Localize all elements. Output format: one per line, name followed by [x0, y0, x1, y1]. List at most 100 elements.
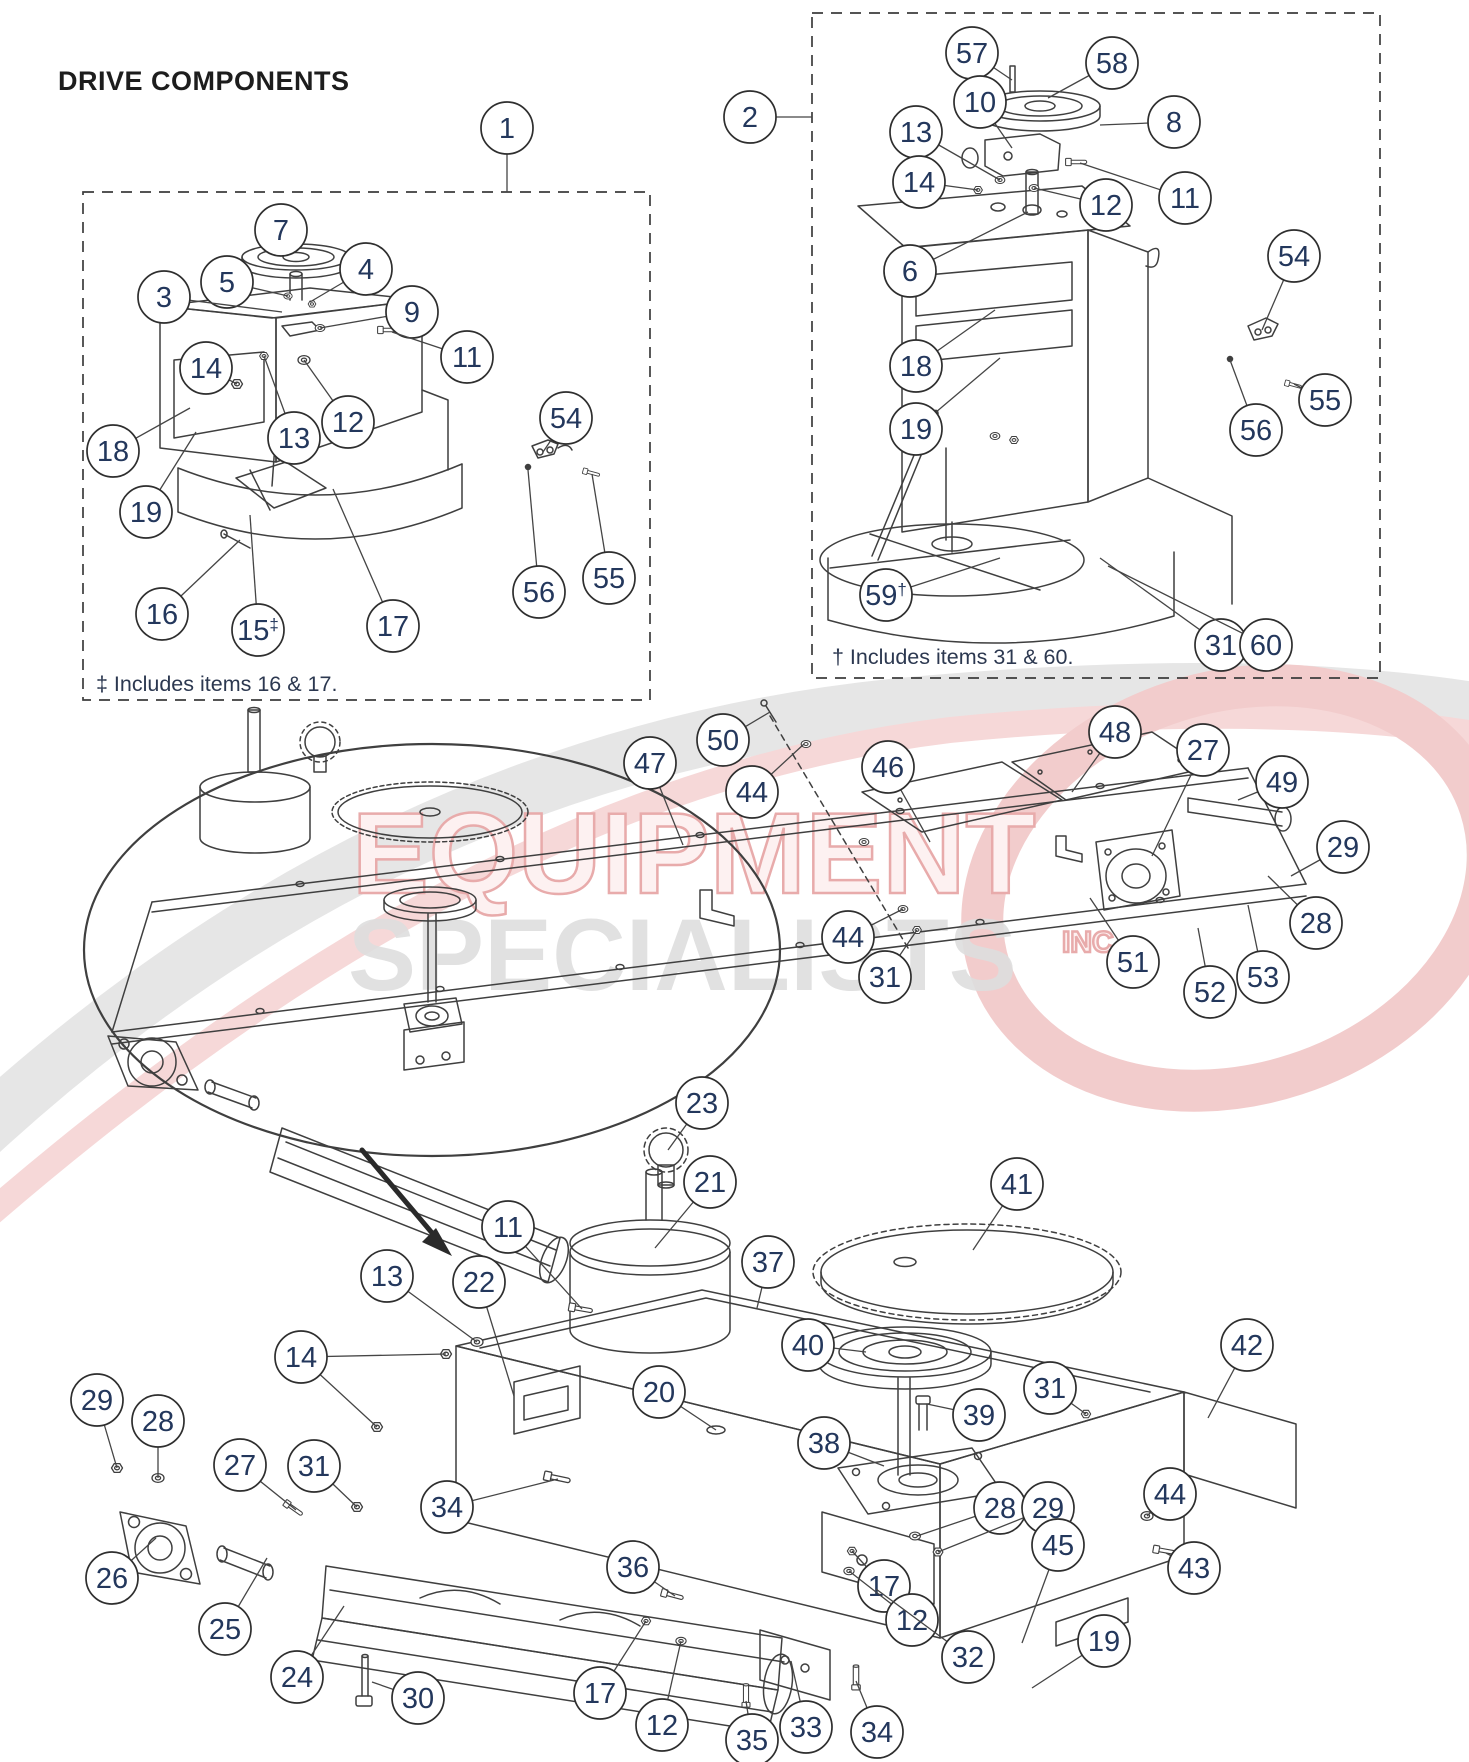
svg-text:54: 54 — [550, 403, 582, 435]
callout-55: 55 — [1293, 373, 1352, 427]
callout-37: 37 — [741, 1235, 795, 1309]
svg-text:29: 29 — [81, 1385, 113, 1417]
callout-15‡: 15‡ — [231, 514, 285, 657]
svg-text:31: 31 — [869, 962, 901, 994]
callout-27: 27 — [1151, 723, 1230, 857]
svg-text:32: 32 — [952, 1642, 984, 1674]
svg-text:44: 44 — [736, 777, 768, 809]
callout-60: 60 — [1107, 565, 1293, 672]
callout-18: 18 — [889, 309, 996, 393]
callout-54: 54 — [1261, 229, 1321, 331]
svg-text:60: 60 — [1250, 630, 1282, 662]
svg-text:19: 19 — [130, 497, 162, 529]
box2-assembly-art — [819, 65, 1303, 644]
inset-box-1 — [82, 191, 651, 701]
svg-text:20: 20 — [643, 1377, 675, 1409]
svg-text:42: 42 — [1231, 1330, 1263, 1362]
callout-45: 45 — [1021, 1518, 1085, 1644]
callout-13: 13 — [360, 1249, 478, 1343]
callout-54: 54 — [539, 391, 593, 453]
callout-55: 55 — [582, 473, 636, 605]
svg-text:14: 14 — [285, 1342, 317, 1374]
callout-12: 12 — [635, 1640, 689, 1752]
svg-text:18: 18 — [97, 436, 129, 468]
callout-27: 27 — [213, 1438, 297, 1511]
svg-text:14: 14 — [190, 353, 222, 385]
svg-text:19: 19 — [900, 414, 932, 446]
callout-17: 17 — [332, 488, 420, 653]
callout-11: 11 — [391, 330, 494, 384]
callout-50: 50 — [696, 711, 771, 767]
svg-text:44: 44 — [832, 922, 864, 954]
callout-29: 29 — [70, 1373, 124, 1469]
svg-text:13: 13 — [371, 1261, 403, 1293]
svg-text:27: 27 — [224, 1450, 256, 1482]
callout-12: 12 — [848, 1570, 939, 1647]
callout-31: 31 — [1099, 557, 1248, 672]
svg-text:2: 2 — [742, 102, 758, 134]
callout-19: 19 — [889, 357, 1001, 456]
bottom-assembly-art — [110, 1127, 1297, 1733]
svg-text:48: 48 — [1099, 717, 1131, 749]
svg-text:44: 44 — [1154, 1479, 1186, 1511]
callout-29: 29 — [1290, 820, 1370, 877]
svg-text:51: 51 — [1117, 947, 1149, 979]
callout-43: 43 — [1165, 1541, 1221, 1595]
callout-14: 14 — [892, 155, 979, 209]
callout-30: 30 — [371, 1671, 445, 1725]
callout-42: 42 — [1207, 1318, 1274, 1419]
svg-text:24: 24 — [281, 1662, 313, 1694]
callout-19: 19 — [119, 431, 197, 539]
svg-text:55: 55 — [593, 563, 625, 595]
svg-text:50: 50 — [707, 725, 739, 757]
svg-text:13: 13 — [278, 423, 310, 455]
callout-48: 48 — [1071, 705, 1142, 793]
svg-text:46: 46 — [872, 752, 904, 784]
callout-59†: 59† — [859, 557, 1001, 622]
conveyor-assembly-art — [82, 699, 1307, 1284]
callout-41: 41 — [972, 1157, 1044, 1251]
callout-13: 13 — [263, 355, 321, 465]
note-box2: † Includes items 31 & 60. — [832, 645, 1073, 669]
callout-39: 39 — [926, 1388, 1006, 1442]
callout-6: 6 — [883, 211, 1029, 298]
callout-20: 20 — [632, 1365, 717, 1431]
svg-text:8: 8 — [1166, 107, 1182, 139]
callout-36: 36 — [606, 1540, 676, 1597]
svg-text:7: 7 — [273, 215, 289, 247]
svg-text:11: 11 — [493, 1212, 523, 1244]
callout-58: 58 — [1047, 36, 1139, 99]
callout-21: 21 — [654, 1155, 737, 1249]
callout-9: 9 — [319, 285, 439, 339]
callout-38: 38 — [797, 1416, 885, 1470]
watermark: EQUIPMENT INC. SPECIALISTS — [0, 663, 1469, 1223]
callout-14: 14 — [179, 341, 238, 395]
callout-3: 3 — [137, 270, 283, 324]
svg-text:31: 31 — [1205, 630, 1237, 662]
callout-44: 44 — [725, 743, 805, 819]
callout-40: 40 — [781, 1318, 867, 1372]
svg-text:22: 22 — [463, 1267, 495, 1299]
callout-25: 25 — [198, 1557, 268, 1656]
svg-text:28: 28 — [984, 1493, 1016, 1525]
box1-assembly-art — [159, 243, 601, 549]
callout-56: 56 — [512, 469, 566, 619]
callout-22: 22 — [452, 1255, 515, 1397]
svg-text:28: 28 — [142, 1406, 174, 1438]
watermark-word-equipment: EQUIPMENT — [352, 790, 1036, 918]
callout-34: 34 — [850, 1680, 904, 1759]
callout-35: 35 — [725, 1700, 779, 1762]
svg-text:34: 34 — [861, 1717, 893, 1749]
svg-text:31: 31 — [298, 1451, 330, 1483]
callout-31: 31 — [858, 929, 918, 1004]
callout-12: 12 — [1033, 178, 1133, 232]
svg-text:18: 18 — [900, 351, 932, 383]
callout-28: 28 — [916, 1481, 1027, 1537]
svg-text:30: 30 — [402, 1683, 434, 1715]
callout-28: 28 — [131, 1394, 185, 1478]
inset-box-2 — [811, 12, 1381, 679]
callout-4: 4 — [309, 242, 393, 303]
